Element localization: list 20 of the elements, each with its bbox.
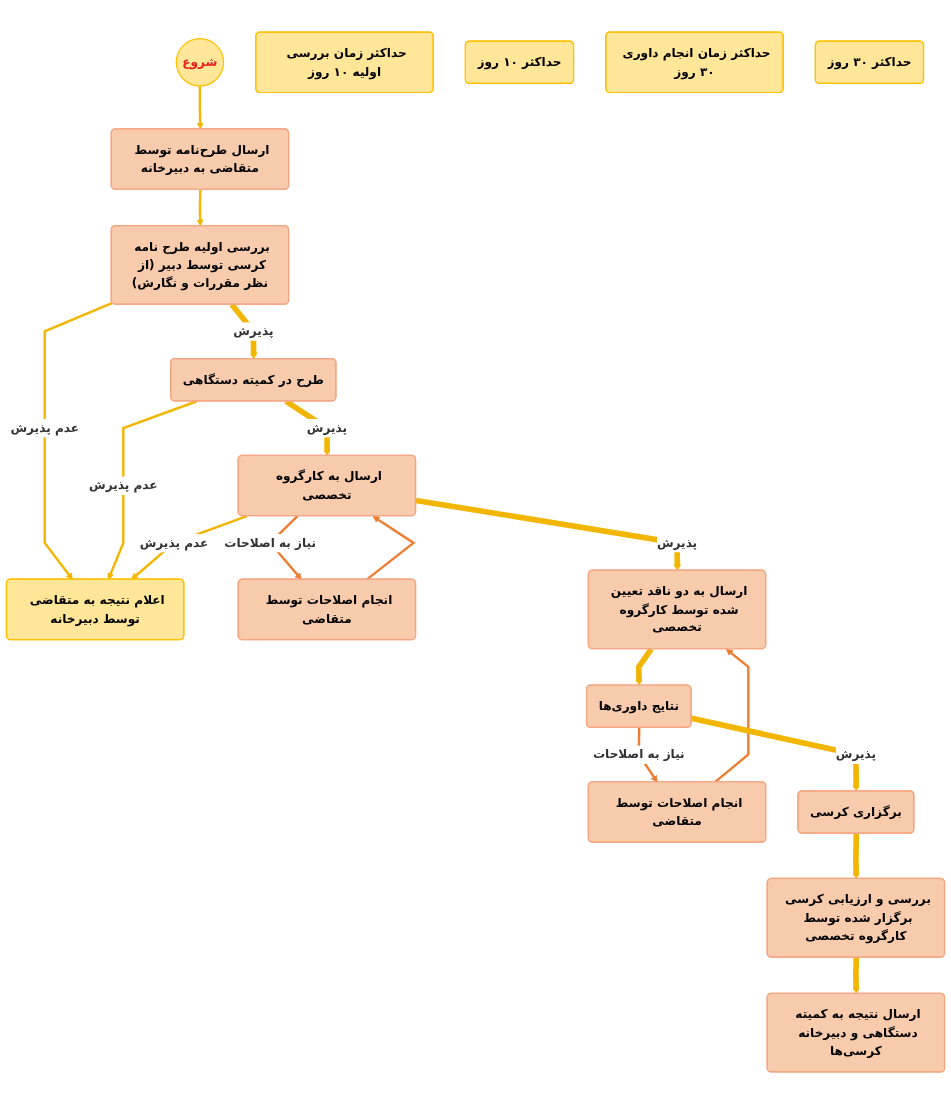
arrow	[43, 301, 113, 580]
arrow	[852, 833, 860, 880]
edge-label: پذیرش	[233, 323, 274, 339]
edge-label: نیاز به اصلاحات	[224, 535, 317, 550]
arrow	[635, 647, 654, 686]
edge-label: پذیرش	[656, 535, 698, 550]
arrow	[365, 515, 416, 581]
edge-label: عدم پذیرش	[89, 478, 158, 493]
arrow	[415, 497, 681, 571]
arrow	[196, 85, 204, 130]
arrow	[852, 957, 860, 995]
node-circle: شروع	[175, 38, 225, 87]
edge-label: عدم پذیرش	[139, 535, 209, 550]
edge-label: نیاز به اصلاحات	[592, 747, 685, 762]
arrow	[131, 515, 248, 580]
edge-label: پذیرش	[306, 420, 348, 436]
edge-label: عدم پذیرش	[10, 420, 79, 436]
arrow	[107, 400, 198, 580]
edge-label: پذیرش	[835, 747, 877, 762]
arrow	[196, 189, 204, 227]
